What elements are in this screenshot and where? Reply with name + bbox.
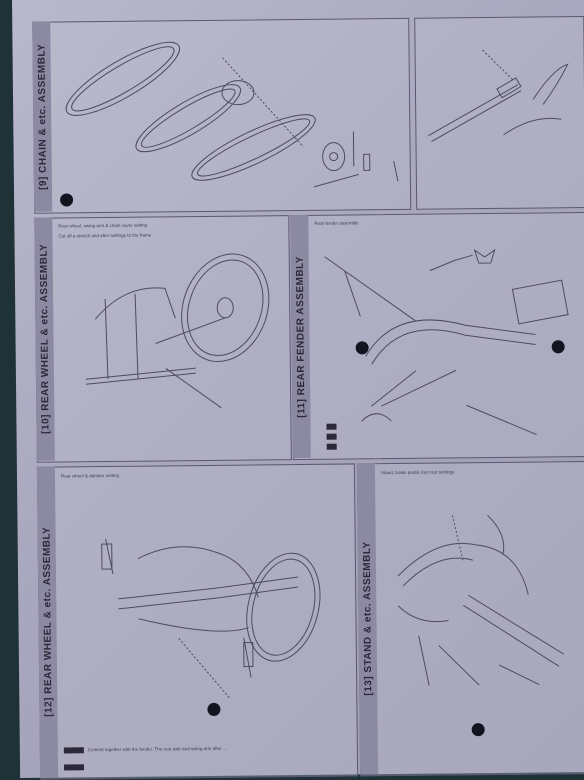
stand-diagram xyxy=(12,0,584,778)
instruction-sheet: [9] CHAIN & etc. ASSEMBLY [10] REAR WHEE… xyxy=(12,0,584,778)
step-marker-13 xyxy=(472,723,485,736)
